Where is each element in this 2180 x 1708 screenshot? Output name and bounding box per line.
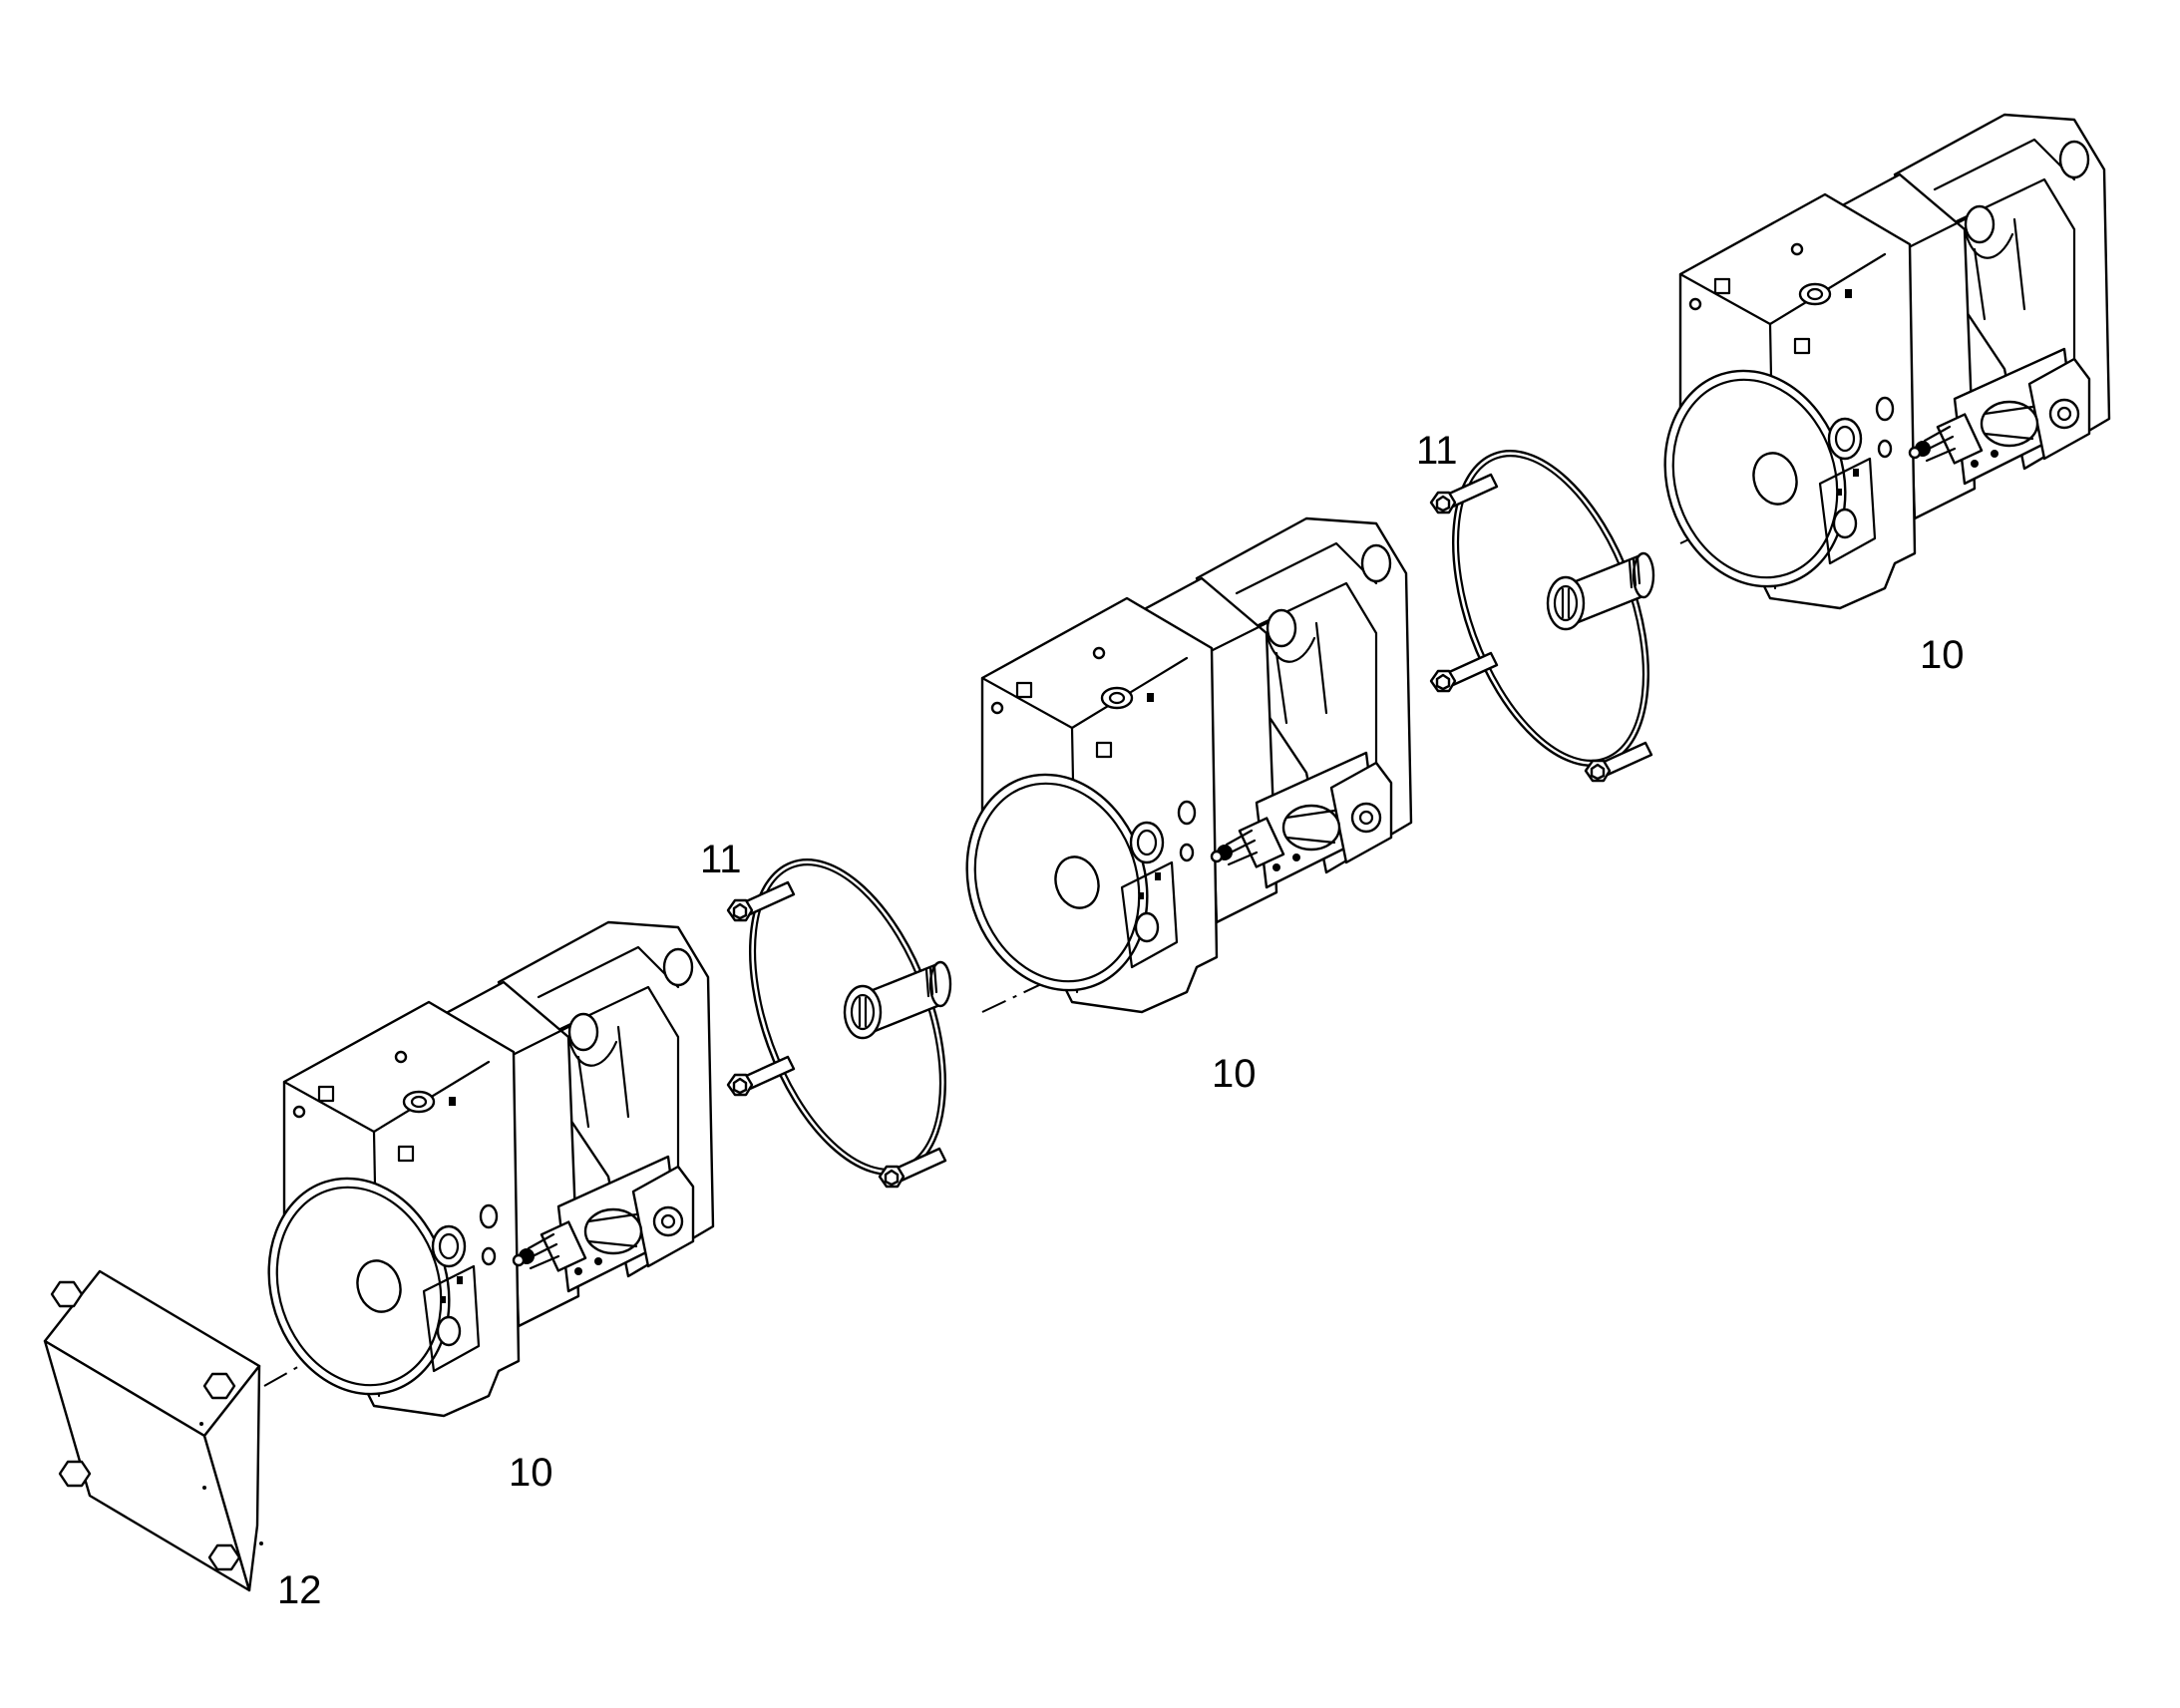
label-bolts-left: 11 bbox=[700, 838, 742, 881]
cover-plate bbox=[43, 1269, 263, 1592]
label-cover-plate: 12 bbox=[277, 1568, 322, 1612]
axis-line-2 bbox=[981, 966, 1078, 1013]
label-pump-left: 10 bbox=[509, 1451, 553, 1495]
cover-plate-bolt-heads bbox=[50, 1280, 241, 1571]
label-pump-middle: 10 bbox=[1212, 1052, 1257, 1096]
pump-unit-middle bbox=[938, 516, 1413, 1016]
label-bolts-right: 11 bbox=[1416, 429, 1458, 473]
pump-unit-right bbox=[1636, 113, 2111, 612]
label-pump-right: 10 bbox=[1920, 633, 1965, 677]
pump-unit-left bbox=[240, 920, 715, 1420]
